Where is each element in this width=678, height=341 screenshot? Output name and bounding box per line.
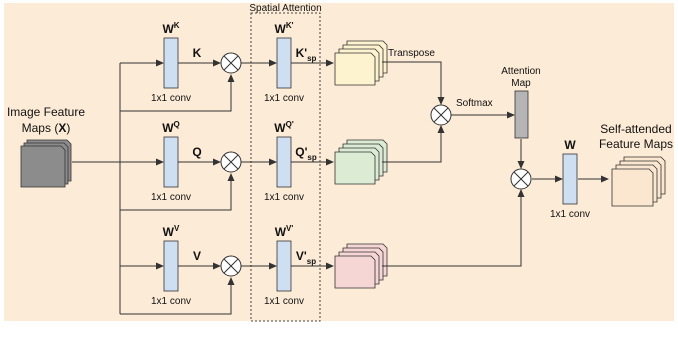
key-map-sheet [335, 53, 375, 85]
transpose-label: Transpose [388, 48, 435, 59]
spatial-attention-label: Spatial Attention [249, 3, 321, 14]
output-map-sheet [612, 169, 653, 206]
value-spatial-conv-label: 1x1 conv [264, 296, 304, 307]
input-label-line1: Image Feature [7, 105, 85, 119]
input-feature-maps [21, 140, 71, 187]
value-multiply-node [221, 256, 241, 276]
query-conv-label: 1x1 conv [151, 192, 191, 203]
output-multiply-node [511, 169, 531, 189]
transpose-multiply-node [431, 105, 451, 125]
query-var-label: Q [192, 145, 201, 159]
key-multiply-node [221, 53, 241, 73]
output-feature-maps [612, 157, 665, 206]
key-conv-block [164, 38, 178, 88]
input-label-line2: Maps (X) [22, 121, 71, 135]
final-conv-block [563, 154, 577, 204]
key-spatial-conv-block [277, 38, 291, 88]
value-var-label: V [193, 249, 201, 263]
value-feature-maps [335, 244, 387, 288]
value-conv-block [164, 241, 178, 291]
softmax-label: Softmax [456, 98, 493, 109]
query-spatial-conv-block [277, 137, 291, 187]
attention-map-block [515, 91, 528, 138]
input-map-sheet [21, 146, 65, 187]
final-w-label: W [564, 138, 576, 152]
value-conv-label: 1x1 conv [151, 296, 191, 307]
value-spatial-conv-block [277, 241, 291, 291]
attention-map-label-line2: Map [511, 78, 531, 89]
value-map-sheet [335, 256, 375, 288]
output-label-line1: Self-attended [600, 122, 671, 136]
query-spatial-conv-label: 1x1 conv [264, 192, 304, 203]
query-map-sheet [335, 152, 375, 184]
query-feature-maps [335, 140, 387, 184]
final-conv-label: 1x1 conv [550, 209, 590, 220]
key-conv-label: 1x1 conv [151, 93, 191, 104]
key-spatial-conv-label: 1x1 conv [264, 93, 304, 104]
output-label-line2: Feature Maps [599, 137, 673, 151]
query-conv-block [164, 137, 178, 187]
key-var-label: K [193, 46, 202, 60]
key-feature-maps [335, 41, 387, 85]
query-multiply-node [221, 152, 241, 172]
attention-map-label-line1: Attention [501, 66, 540, 77]
